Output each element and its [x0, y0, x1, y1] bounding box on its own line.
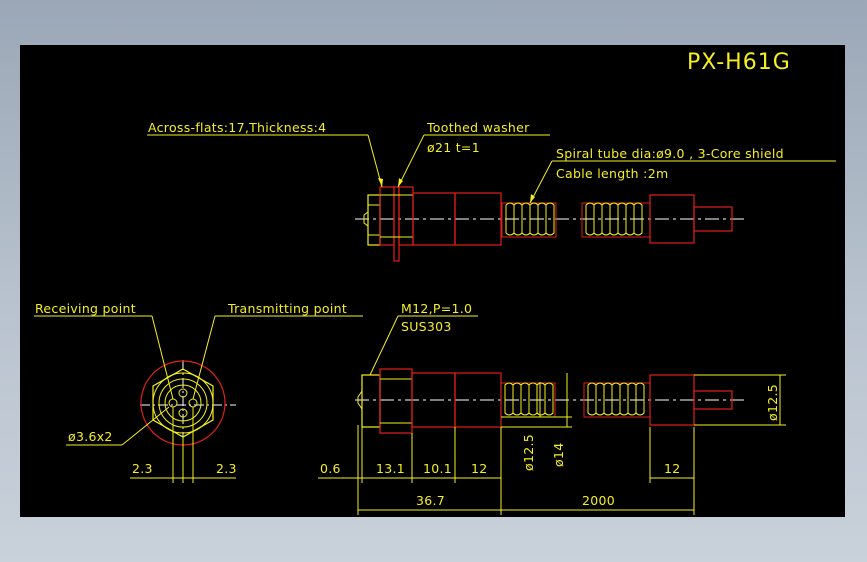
receiving-point-label: Receiving point — [35, 301, 136, 316]
dim-12-b: 12 — [664, 461, 681, 476]
washer-dim-label: ø21 t=1 — [427, 140, 480, 155]
transmitting-hole — [188, 398, 198, 408]
dim-d12-5-a: ø12.5 — [521, 434, 536, 471]
thread-label: M12,P=1.0 — [401, 301, 472, 316]
front-outer-circle — [152, 372, 214, 434]
drawing-title: PX-H61G — [687, 50, 791, 75]
dim-d14: ø14 — [551, 443, 566, 467]
dim-10-1: 10.1 — [423, 461, 452, 476]
dim-0-6: 0.6 — [320, 461, 341, 476]
dim-12-a: 12 — [471, 461, 488, 476]
dim-total-a: 36.7 — [416, 493, 445, 508]
toothed-washer-label: Toothed washer — [426, 120, 530, 135]
drawing-canvas: PX-H61G — [20, 45, 845, 517]
dim-d12-5-b: ø12.5 — [765, 384, 780, 421]
dim-total-b: 2000 — [582, 493, 615, 508]
technical-drawing: PX-H61G — [34, 50, 836, 515]
top-spiral-b — [581, 202, 651, 238]
top-nut-2 — [379, 186, 395, 246]
dim-13-1: 13.1 — [376, 461, 405, 476]
cable-length-label: Cable length :2m — [556, 166, 668, 181]
hole-dia-label: ø3.6x2 — [68, 429, 113, 444]
bottom-cable — [693, 390, 733, 410]
offset-left-label: 2.3 — [132, 461, 153, 476]
top-side-view: Across-flats:17,Thickness:4 Toothed wash… — [147, 120, 836, 262]
front-end-view: Receiving point Transmitting point ø3.6x… — [34, 301, 363, 483]
top-hex-nut — [367, 194, 381, 246]
offset-right-label: 2.3 — [216, 461, 237, 476]
top-cable — [693, 206, 733, 232]
transmitting-point-label: Transmitting point — [227, 301, 347, 316]
top-nut-3 — [398, 186, 414, 246]
bottom-side-view: M12,P=1.0 SUS303 ø12.5 ø14 ø12.5 0.6 13.… — [318, 301, 786, 515]
top-spiral-a — [501, 202, 557, 238]
top-body-b — [454, 192, 502, 246]
receiving-hole — [168, 398, 178, 408]
spiral-tube-label: Spiral tube dia:ø9.0 , 3-Core shield — [556, 146, 784, 161]
material-label: SUS303 — [401, 319, 452, 334]
top-washer — [393, 186, 400, 262]
across-flats-label: Across-flats:17,Thickness:4 — [148, 120, 326, 135]
bottom-hex-nut — [361, 374, 381, 428]
